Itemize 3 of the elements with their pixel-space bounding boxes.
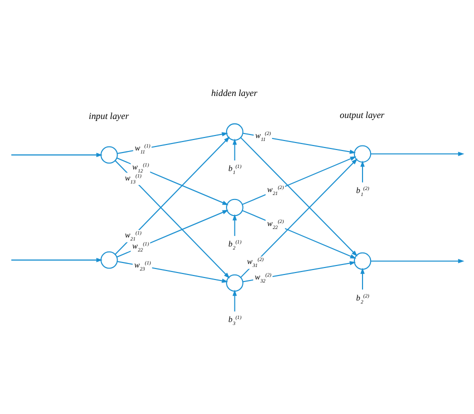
label: output layer [340,109,384,120]
label: hidden layer [211,87,258,98]
label: input layer [88,110,129,120]
